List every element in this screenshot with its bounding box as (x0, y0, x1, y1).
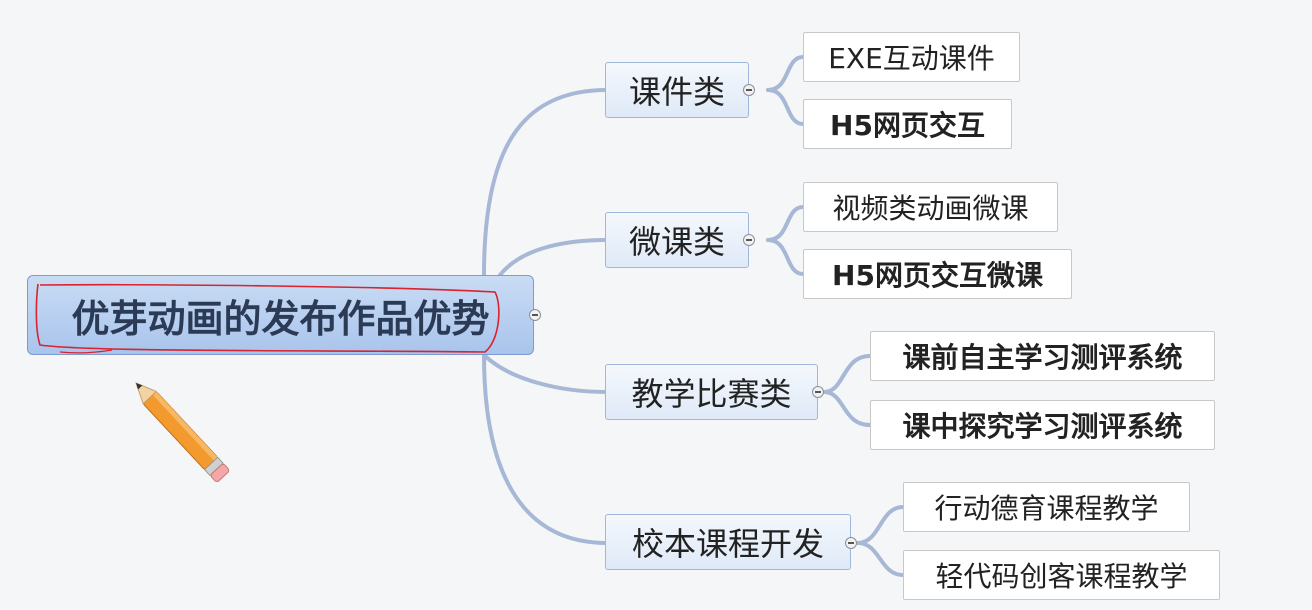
branch-label: 微课类 (628, 223, 725, 261)
leaf-video-microlesson[interactable]: 视频类动画微课 (803, 182, 1058, 232)
leaf-label: 课前自主学习测评系统 (902, 341, 1183, 374)
leaf-inclass-assessment[interactable]: 课中探究学习测评系统 (870, 400, 1215, 450)
central-topic-label: 优芽动画的发布作品优势 (71, 296, 490, 341)
leaf-label: H5网页交互 (830, 109, 985, 142)
branch-teaching-competition[interactable]: 教学比赛类 (605, 364, 818, 420)
pencil-icon (135, 382, 230, 483)
branch-courseware[interactable]: 课件类 (605, 62, 749, 118)
branch-label: 课件类 (628, 73, 725, 111)
leaf-lowcode-maker[interactable]: 轻代码创客课程教学 (903, 550, 1220, 600)
leaf-h5-interaction[interactable]: H5网页交互 (803, 99, 1012, 149)
collapse-icon[interactable] (812, 386, 824, 398)
collapse-icon[interactable] (845, 537, 857, 549)
leaf-label: 视频类动画微课 (832, 192, 1029, 225)
leaf-h5-microlesson[interactable]: H5网页交互微课 (803, 249, 1072, 299)
collapse-icon[interactable] (529, 309, 541, 321)
collapse-icon[interactable] (743, 234, 755, 246)
leaf-label: 行动德育课程教学 (934, 492, 1159, 525)
branch-school-curriculum[interactable]: 校本课程开发 (605, 514, 851, 570)
leaf-label: 轻代码创客课程教学 (935, 560, 1188, 593)
branch-label: 教学比赛类 (631, 375, 792, 413)
collapse-icon[interactable] (743, 84, 755, 96)
central-topic[interactable]: 优芽动画的发布作品优势 (27, 275, 534, 355)
leaf-moral-education[interactable]: 行动德育课程教学 (903, 482, 1190, 532)
leaf-exe-courseware[interactable]: EXE互动课件 (803, 32, 1020, 82)
leaf-label: H5网页交互微课 (832, 259, 1043, 292)
branch-label: 校本课程开发 (631, 525, 824, 563)
leaf-label: EXE互动课件 (828, 42, 995, 75)
leaf-label: 课中探究学习测评系统 (902, 410, 1183, 443)
branch-microlesson[interactable]: 微课类 (605, 212, 749, 268)
leaf-preclass-assessment[interactable]: 课前自主学习测评系统 (870, 331, 1215, 381)
